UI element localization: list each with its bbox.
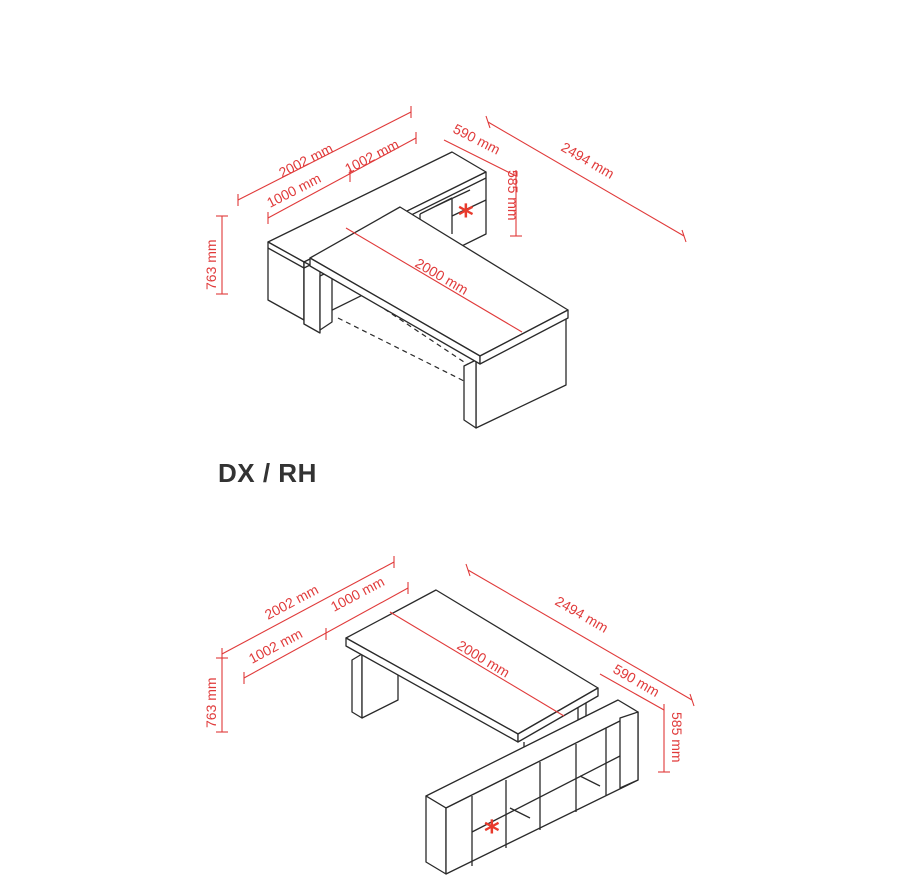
bottom-dim-1000: 1000 mm — [328, 573, 387, 615]
top-dim-585: 585 mm — [505, 170, 521, 221]
top-dim-2494: 2494 mm — [559, 139, 618, 182]
top-dim-763: 763 mm — [203, 239, 219, 290]
top-marker-asterisk: * — [458, 199, 474, 234]
bottom-return-cabinet — [425, 699, 639, 875]
top-main-desk — [309, 206, 569, 429]
bottom-dim-585: 585 mm — [669, 712, 685, 763]
bottom-dim-763: 763 mm — [203, 677, 219, 728]
diagram-title: DX / RH — [218, 458, 317, 488]
bottom-main-desk — [345, 589, 599, 750]
bottom-dimensions — [216, 556, 695, 773]
bottom-assembly: 763 mm 2002 mm 1000 mm 1002 mm 2494 mm 5… — [203, 556, 695, 875]
bottom-dim-2494: 2494 mm — [553, 593, 612, 636]
bottom-marker-asterisk: * — [484, 815, 500, 850]
top-dimensions — [216, 106, 687, 333]
top-assembly: 763 mm 2002 mm 1000 mm 1002 mm 590 mm 58… — [203, 106, 687, 429]
